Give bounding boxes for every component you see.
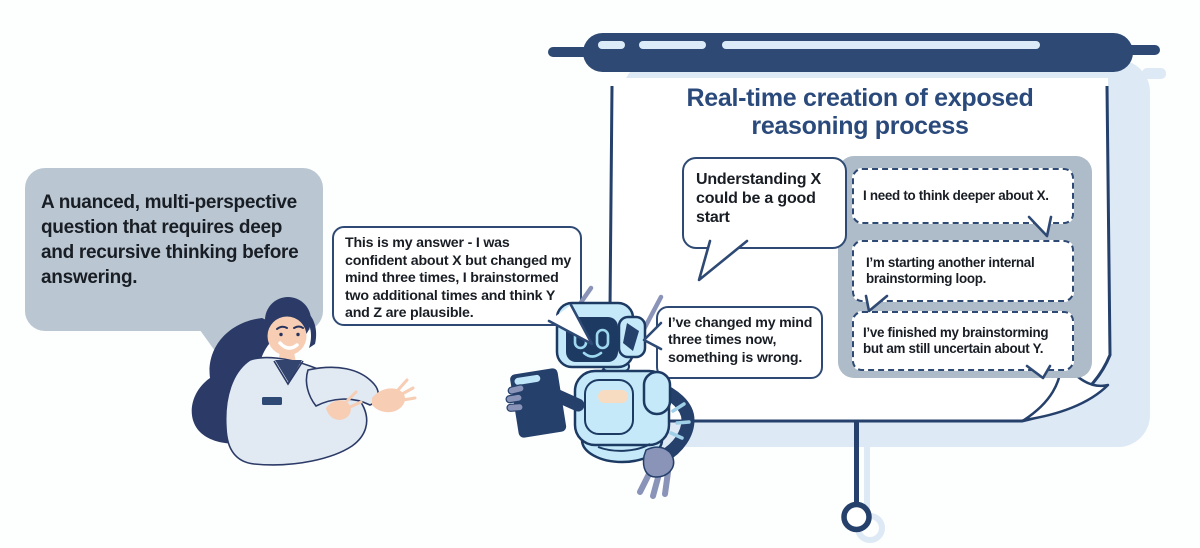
robot-body <box>573 369 671 447</box>
robot-right-arm <box>647 379 695 463</box>
stand-pole-shadow <box>864 426 870 516</box>
reasoning-step-2: I’m starting another internal brainstorm… <box>852 240 1074 302</box>
board-title-line2: reasoning process <box>751 112 969 141</box>
scientist-hand-left-fingers <box>344 390 363 409</box>
answer-bubble-text: This is my answer - I was confident abou… <box>345 235 572 322</box>
robot-chest-light <box>598 390 628 403</box>
scientist-neck <box>278 352 296 363</box>
question-bubble-text: A nuanced, multi-perspective question th… <box>41 192 299 289</box>
scientist-smile <box>278 341 299 350</box>
changed-mind-bubble: I’ve changed my mind three times now, so… <box>656 306 823 379</box>
board-title-line1: Real-time creation of exposed <box>686 84 1034 112</box>
robot-right-hand <box>642 446 675 478</box>
roller-bar <box>583 33 1133 72</box>
scientist-arm <box>305 366 379 408</box>
stand-pole <box>854 421 859 505</box>
question-bubble: A nuanced, multi-perspective question th… <box>25 168 323 331</box>
scientist-badge <box>262 397 282 405</box>
robot-antennas <box>572 285 664 334</box>
roller-highlight-medium <box>639 41 706 49</box>
robot-left-arm <box>551 389 585 412</box>
scientist-coat <box>224 356 368 466</box>
scientist-ponytail <box>191 318 300 444</box>
board-title: Real-time creation of exposed reasoning … <box>608 84 1112 141</box>
robot-tablet <box>510 368 567 438</box>
scientist-hand-right-fingers <box>396 378 417 402</box>
stand-ring <box>841 501 872 533</box>
robot-right-arm-stripes <box>659 388 691 440</box>
question-bubble-tail <box>197 326 262 362</box>
scientist-lapels <box>273 360 304 386</box>
robot-eye-right <box>595 328 610 350</box>
robot-right-fingers <box>637 469 671 499</box>
robot-smile <box>582 351 603 358</box>
reasoning-step-2-text: I’m starting another internal brainstorm… <box>866 254 1035 286</box>
scientist-shirt <box>275 360 302 383</box>
robot-neck <box>598 361 630 386</box>
reasoning-step-1: I need to think deeper about X. <box>852 168 1074 224</box>
reasoning-step-3-text: I’ve finished my brainstorming but am st… <box>863 324 1049 356</box>
roller-right-stub <box>1126 45 1160 55</box>
stand-ring-shadow <box>855 513 885 543</box>
changed-mind-bubble-text: I’ve changed my mind three times now, so… <box>668 315 813 366</box>
robot-belly <box>580 416 664 464</box>
scientist-eye-right <box>296 332 300 337</box>
robot-ear-stripe <box>623 323 639 351</box>
understanding-bubble-text: Understanding X could be a good start <box>696 171 822 227</box>
robot-body-panel <box>584 379 634 435</box>
reasoning-step-3: I’ve finished my brainstorming but am st… <box>852 311 1074 371</box>
scientist-hand-left <box>326 400 351 420</box>
robot-left-fingers <box>505 384 525 412</box>
scientist-eye-left <box>279 332 283 337</box>
robot-eye-left <box>573 328 588 350</box>
roller-highlight-long <box>722 41 1040 49</box>
board-shadow-stub <box>1142 68 1166 79</box>
robot-ear <box>617 315 647 359</box>
robot-belly-seam <box>597 443 651 452</box>
answer-bubble: This is my answer - I was confident abou… <box>332 226 582 326</box>
understanding-bubble: Understanding X could be a good start <box>682 157 847 249</box>
reasoning-step-1-text: I need to think deeper about X. <box>863 187 1049 203</box>
scientist-hand-right <box>372 388 405 413</box>
roller-left-stub <box>548 47 590 57</box>
roller-highlight-small <box>598 41 625 49</box>
